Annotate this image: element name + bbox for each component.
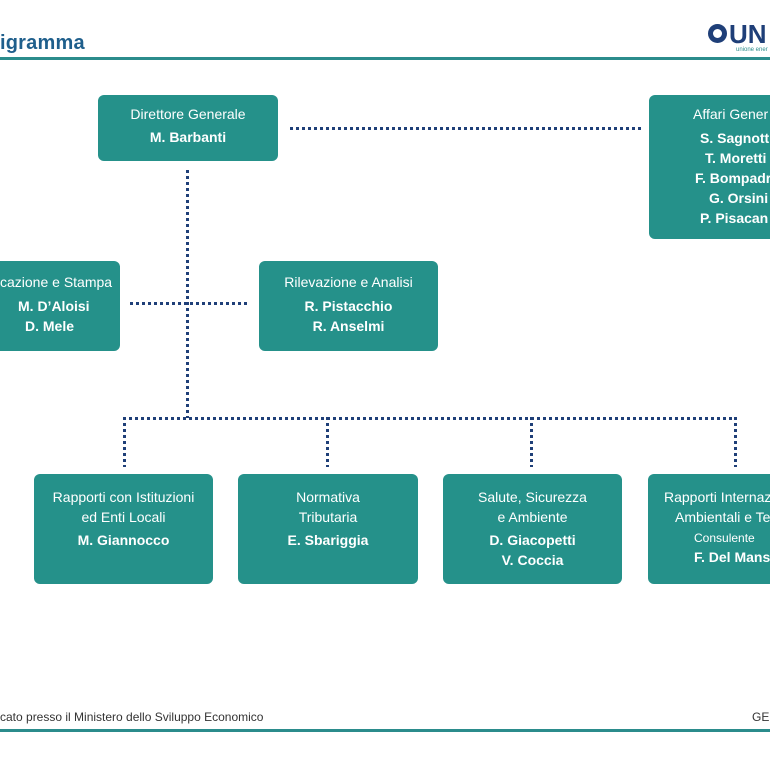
connector-to-rapporti-istituzioni [123,417,126,467]
person-name: R. Anselmi [312,318,385,334]
person-name: V. Coccia [501,552,564,568]
person-name: F. Bompadr [695,170,770,186]
box-title-line: Rapporti Internaz [664,489,770,505]
connector-to-normativa [326,417,329,467]
person-name: S. Sagnott [700,130,770,146]
connector-direttore-affari [290,127,644,130]
person-name: M. Barbanti [149,129,227,145]
box-title-line: Salute, Sicurezza [478,489,587,505]
person-name: D. Mele [25,318,75,334]
box-subtitle: Consulente [694,531,755,545]
box-normativa-tributaria: Normativa Tributaria E. Sbariggia [238,474,418,584]
connector-comunicazione-rilevazione [130,302,250,305]
footer-text: cato presso il Ministero dello Sviluppo … [0,710,264,724]
person-name: G. Orsini [709,190,769,206]
logo-text: UN [729,20,767,49]
box-title: cazione e Stampa [0,274,113,290]
person-name: T. Moretti [705,150,767,166]
box-rilevazione-analisi: Rilevazione e Analisi R. Pistacchio R. A… [259,261,438,351]
person-name: M. D’Aloisi [18,298,90,314]
box-title-line: e Ambiente [497,509,568,525]
person-name: D. Giacopetti [489,532,576,548]
una-logo: UN unione ener [708,20,770,56]
box-title: Rilevazione e Analisi [284,274,413,290]
box-rapporti-istituzioni: Rapporti con Istituzioni ed Enti Locali … [34,474,213,584]
box-comunicazione-stampa: cazione e Stampa M. D’Aloisi D. Mele [0,261,120,351]
page-title: igramma [0,32,85,54]
person-name: E. Sbariggia [287,532,369,548]
footer-date: GEN [752,710,770,724]
box-title: Affari Gener [693,106,769,122]
box-title-line: ed Enti Locali [81,509,166,525]
box-rapporti-internazionali: Rapporti Internaz Ambientali e Te Consul… [648,474,770,584]
connector-to-rapporti-internazionali [734,417,737,467]
person-name: M. Giannocco [77,532,170,548]
logo-mark-icon [708,24,727,43]
connector-to-salute [530,417,533,467]
box-salute-sicurezza-ambiente: Salute, Sicurezza e Ambiente D. Giacopet… [443,474,622,584]
person-name: R. Pistacchio [304,298,393,314]
connector-direttore-down [186,170,189,418]
box-title: Direttore Generale [130,106,246,122]
box-title-line: Normativa [296,489,360,505]
box-title-line: Ambientali e Te [675,509,770,525]
box-title-line: Tributaria [298,509,358,525]
footer-divider [0,729,770,732]
person-name: F. Del Mans [694,549,770,565]
logo-subtitle: unione ener [736,47,768,53]
box-direttore-generale: Direttore Generale M. Barbanti [98,95,278,161]
header-divider [0,57,770,60]
box-affari-generali: Affari Gener S. Sagnott T. Moretti F. Bo… [649,95,770,239]
box-title-line: Rapporti con Istituzioni [52,489,195,505]
connector-bottom-bus [123,417,737,420]
person-name: P. Pisacan [700,210,769,226]
